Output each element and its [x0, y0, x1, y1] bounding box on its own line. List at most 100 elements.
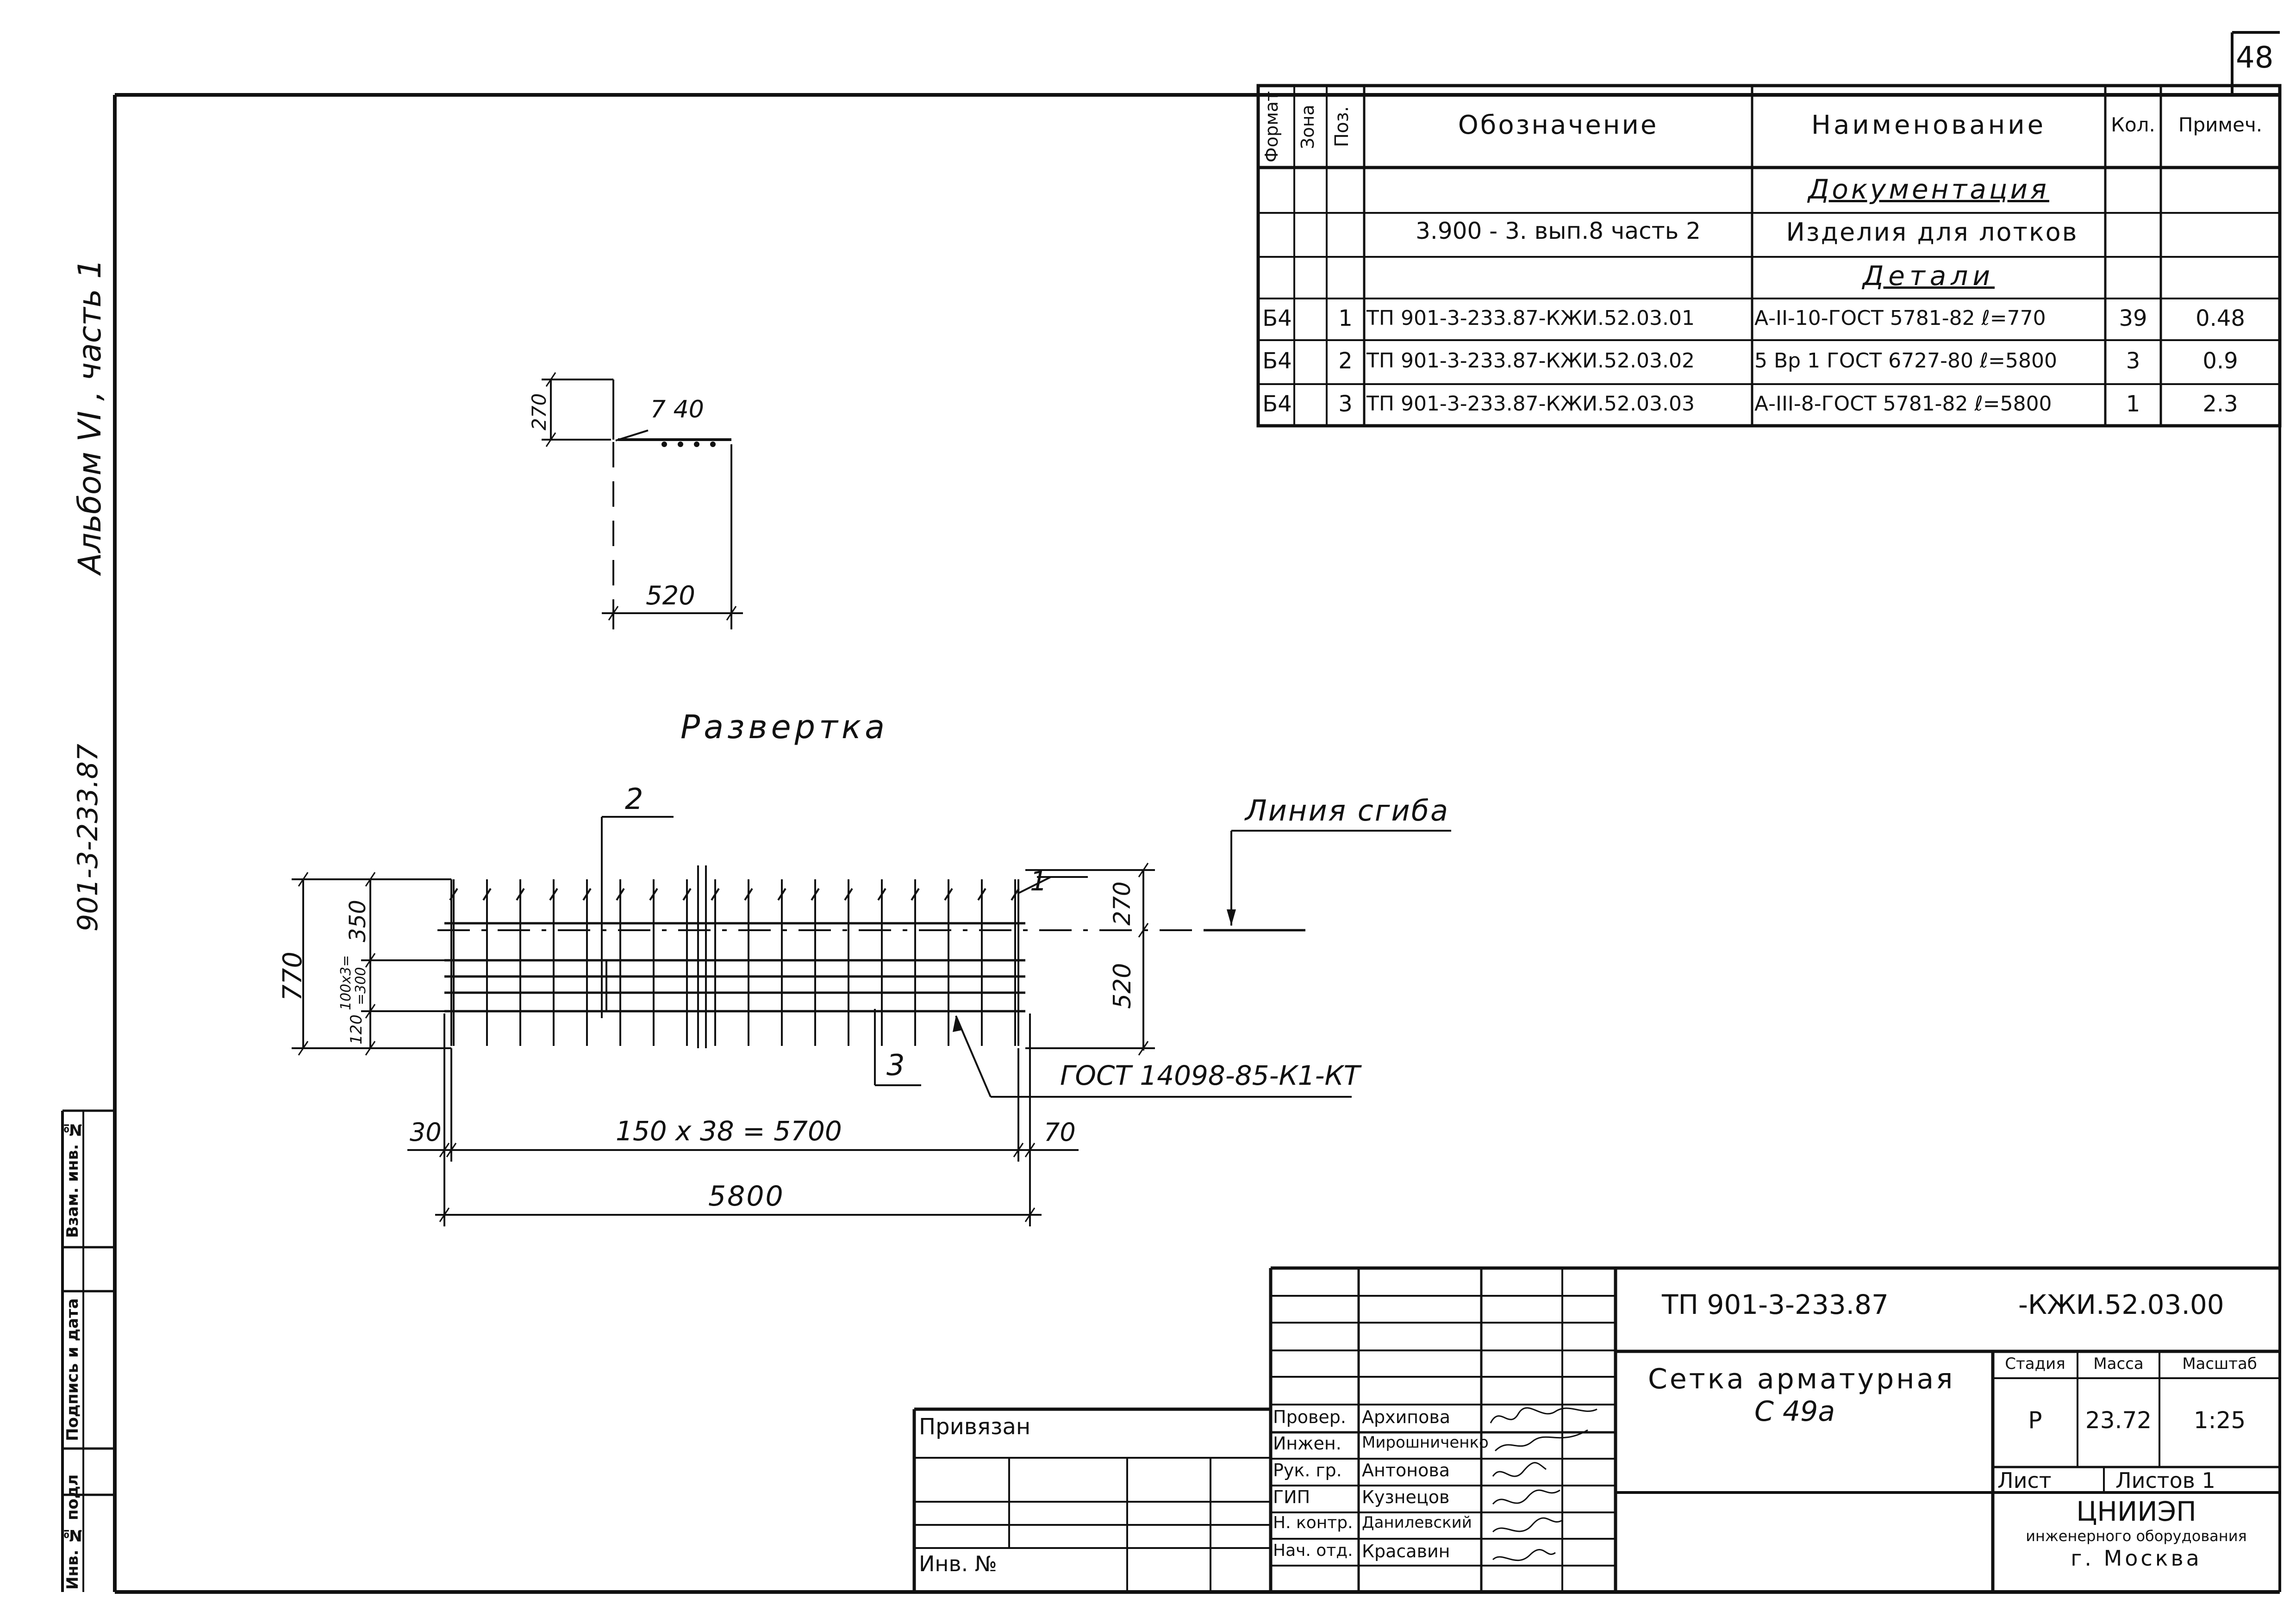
- mesh-bar-tick: [711, 888, 720, 901]
- role-name: Мирошниченко: [1362, 1433, 1489, 1452]
- doc-title-line1: Сетка арматурная: [1648, 1363, 1955, 1395]
- mesh-bar-tick: [649, 888, 658, 901]
- section-dim-height: 270: [528, 393, 550, 431]
- doc-code-left: ТП 901-3-233.87: [1662, 1289, 1889, 1320]
- table-row-designation: ТП 901-3-233.87-КЖИ.52.03.02: [1366, 349, 1695, 373]
- role-name: Кузнецов: [1362, 1487, 1450, 1507]
- header-qty: Кол.: [2111, 113, 2155, 136]
- mesh-bar-tick: [1011, 888, 1020, 901]
- dim-70: 70: [1044, 1118, 1076, 1147]
- role-label: Н. контр.: [1273, 1513, 1353, 1532]
- mesh-bar-tick: [549, 888, 558, 901]
- sheet-label: Лист: [1997, 1468, 2052, 1493]
- stage-value: Р: [2028, 1407, 2042, 1434]
- mesh-bar-tick: [811, 888, 820, 901]
- page-number: 48: [2236, 41, 2274, 75]
- mesh-bar-tick: [777, 888, 786, 901]
- org-subtitle: инженерного оборудования: [2026, 1527, 2247, 1545]
- table-row-pos: 3: [1338, 391, 1353, 417]
- table-row-pos: 1: [1338, 305, 1353, 331]
- razvertka-title: Развертка: [680, 708, 889, 746]
- mesh-bar-tick: [582, 888, 592, 901]
- doc-title-line2: С 49а: [1754, 1395, 1835, 1428]
- table-row-designation: ТП 901-3-233.87-КЖИ.52.03.01: [1366, 306, 1695, 330]
- mesh-bar-tick: [877, 888, 886, 901]
- mass-value: 23.72: [2085, 1407, 2152, 1434]
- mesh-bar-tick: [682, 888, 692, 901]
- header-zone: Зона: [1298, 105, 1318, 149]
- scale-label: Масштаб: [2182, 1355, 2257, 1373]
- role-label: Рук. гр.: [1273, 1460, 1342, 1480]
- dim-total-height: 770: [278, 951, 308, 1001]
- table-row-qty: 1: [2126, 391, 2140, 417]
- mesh-bar-tick: [977, 888, 986, 901]
- table-row-format: Б4: [1262, 391, 1292, 417]
- dim-right-top: 270: [1109, 881, 1136, 926]
- table-row-qty: 3: [2126, 348, 2140, 374]
- dim-30: 30: [410, 1118, 442, 1147]
- table-row-format: Б4: [1262, 348, 1292, 374]
- dim-right-bottom: 520: [1109, 963, 1136, 1009]
- table-row-note: 0.9: [2202, 348, 2238, 374]
- mass-label: Масса: [2093, 1355, 2144, 1373]
- role-label: Нач. отд.: [1273, 1541, 1353, 1560]
- role-label: Инжен.: [1273, 1433, 1341, 1454]
- table-row-name: 5 Вр 1 ГОСТ 6727-80 ℓ=5800: [1754, 349, 2057, 373]
- role-name: Архипова: [1362, 1407, 1451, 1427]
- mesh-bar-tick: [449, 888, 458, 901]
- position-label-2: 2: [625, 782, 643, 816]
- org-city: г. Москва: [2071, 1546, 2202, 1571]
- privyazan-label: Привязан: [919, 1414, 1031, 1440]
- table-row-designation: 3.900 - 3. вып.8 часть 2: [1416, 218, 1701, 244]
- header-designation: Обозначение: [1458, 110, 1659, 140]
- header-note: Примеч.: [2178, 113, 2263, 136]
- table-row-note: 2.3: [2202, 391, 2238, 417]
- table-row-section-documentation: Документация: [1808, 174, 2049, 205]
- mesh-bar-tick: [844, 888, 853, 901]
- mesh-bar-tick: [482, 888, 492, 901]
- table-row-note: 0.48: [2196, 305, 2245, 331]
- signatures: [1490, 1407, 1597, 1561]
- header-name: Наименование: [1811, 110, 2046, 140]
- role-name: Данилевский: [1362, 1513, 1472, 1532]
- stamp-inv-podl: Инв. № подл: [63, 1474, 82, 1590]
- stamp-podpis: Подпись и дата: [63, 1298, 82, 1442]
- gost-label: ГОСТ 14098-85-К1-КТ: [1060, 1060, 1360, 1091]
- table-row-pos: 2: [1338, 348, 1353, 374]
- table-row-name: А-II-10-ГОСТ 5781-82 ℓ=770: [1754, 306, 2046, 330]
- org-name: ЦНИИЭП: [2076, 1496, 2196, 1527]
- table-row-designation: ТП 901-3-233.87-КЖИ.52.03.03: [1366, 392, 1695, 416]
- scale-value: 1:25: [2193, 1407, 2246, 1434]
- position-label-1: 1: [1030, 865, 1047, 897]
- table-row-name: Изделия для лотков: [1786, 218, 2078, 247]
- table-row-format: Б4: [1262, 305, 1292, 331]
- position-label-3: 3: [886, 1048, 905, 1082]
- mesh-bar-tick: [516, 888, 525, 901]
- mesh-bar-tick: [744, 888, 753, 901]
- header-format: Формат: [1261, 91, 1282, 163]
- table-row-qty: 39: [2119, 305, 2147, 331]
- dim-left-bottom: 120: [347, 1014, 366, 1045]
- section-dim-width: 520: [646, 581, 695, 611]
- stamp-vzam: Взам. инв. №: [63, 1120, 82, 1238]
- dim-spacing: 150 х 38 = 5700: [616, 1115, 842, 1147]
- header-pos: Поз.: [1331, 106, 1353, 148]
- stage-label: Стадия: [2005, 1355, 2065, 1373]
- role-label: ГИП: [1273, 1487, 1310, 1507]
- role-name: Антонова: [1362, 1460, 1450, 1480]
- role-name: Красавин: [1362, 1541, 1450, 1561]
- project-code-label: 901-3-233.87: [72, 744, 104, 932]
- doc-code-right: -КЖИ.52.03.00: [2018, 1289, 2224, 1320]
- table-row-name: А-III-8-ГОСТ 5781-82 ℓ=5800: [1754, 392, 2052, 416]
- dim-left-top: 350: [345, 900, 371, 942]
- dim-left-mid: 100х3= =300: [338, 955, 369, 1010]
- mesh-bar-tick: [616, 888, 625, 901]
- bend-line-label: Линия сгиба: [1245, 794, 1449, 827]
- inv-no-label: Инв. №: [919, 1551, 997, 1576]
- mesh-bar-tick: [911, 888, 920, 901]
- table-row-section-details: Детали: [1862, 260, 1995, 292]
- role-label: Провер.: [1273, 1407, 1346, 1427]
- sheets-label: Листов 1: [2115, 1468, 2215, 1493]
- mesh-bar-tick: [944, 888, 953, 901]
